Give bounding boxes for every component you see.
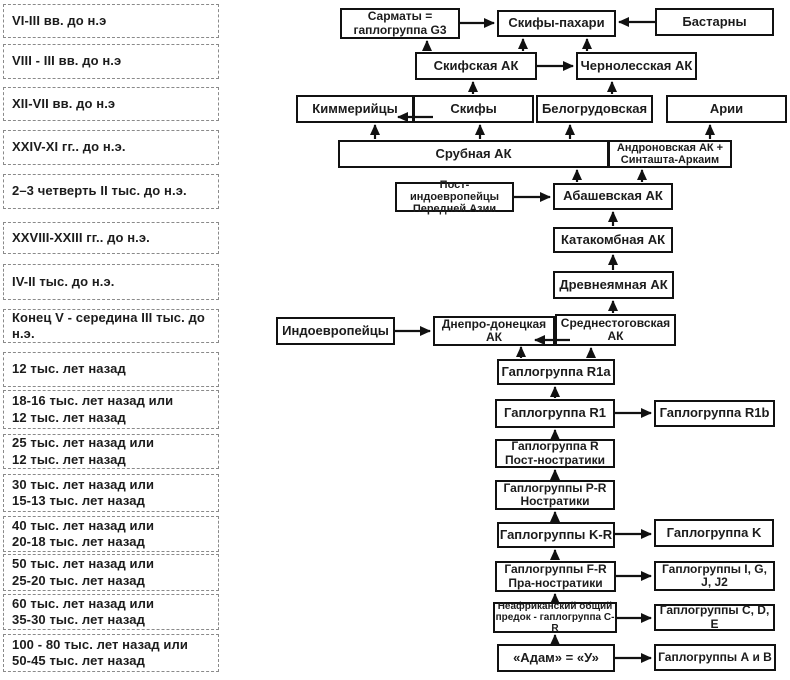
timeline-item: VIII - III вв. до н.э [3,44,219,79]
box-drevneyamnaya-ak: Древнеямная АК [553,271,674,299]
box-belogrudovskaya: Белогрудовская [536,95,653,123]
box-chernolesskaya-ak: Чернолесская АК [576,52,697,80]
box-arii: Арии [666,95,787,123]
timeline-item: 2–3 четверть II тыс. до н.э. [3,174,219,209]
timeline-item: 60 тыс. лет назад или 35-30 тыс. лет наз… [3,594,219,630]
timeline-item: 50 тыс. лет назад или 25-20 тыс. лет наз… [3,554,219,591]
box-gaplogruppy-cde: Гаплогруппы C, D, E [654,603,775,631]
box-srubnaya-ak: Срубная АК [338,140,609,168]
box-skify: Скифы [413,95,534,123]
box-post-indoevropeytsy: Пост-индоевропейцы Передней Азии [395,179,514,215]
box-srednestogovskaya-ak: Среднестоговская АК [555,314,676,346]
timeline-item: 25 тыс. лет назад или 12 тыс. лет назад [3,434,219,469]
box-bastarny: Бастарны [655,8,774,36]
box-sarmaty: Сарматы = гаплогруппа G3 [340,8,460,39]
box-gaplogruppy-pr: Гаплогруппы P-R Ностратики [495,480,615,510]
box-gaplogruppa-r: Гаплогруппа R Пост-ностратики [495,439,615,468]
box-gaplogruppy-kr: Гаплогруппы K-R [497,522,615,548]
timeline-item: 40 тыс. лет назад или 20-18 тыс. лет наз… [3,516,219,552]
timeline-item: XXIV-XI гг.. до н.э. [3,130,219,165]
box-andronovskaya-ak: Андроновская АК + Синташта-Аркаим [608,140,732,168]
box-katakombnaya-ak: Катакомбная АК [553,227,673,253]
timeline-item: XII-VII вв. до н.э [3,87,219,121]
timeline-item: Конец V - середина III тыс. до н.э. [3,309,219,343]
box-gaplogruppy-aib: Гаплогруппы А и В [654,644,776,671]
box-neafrikanskiy-predok: Неафриканский общий предок - гаплогруппа… [493,601,617,634]
timeline-item: VI-III вв. до н.э [3,4,219,38]
timeline-item: 30 тыс. лет назад или 15-13 тыс. лет наз… [3,474,219,512]
timeline-item: IV-II тыс. до н.э. [3,264,219,300]
box-gaplogruppy-fr: Гаплогруппы F-R Пра-ностратики [495,561,616,592]
box-gaplogruppa-r1a: Гаплогруппа R1a [497,359,615,385]
box-dnepro-donetskaya-ak: Днепро-донецкая АК [433,316,555,346]
timeline-item: 12 тыс. лет назад [3,352,219,387]
timeline-item: 18-16 тыс. лет назад или 12 тыс. лет наз… [3,390,219,429]
box-abashevskaya-ak: Абашевская АК [553,183,673,210]
timeline-item: XXVIII-XXIII гг.. до н.э. [3,222,219,254]
box-indoevropeytsy: Индоевропейцы [276,317,395,345]
box-adam: «Адам» = «У» [497,644,615,672]
box-skify-pakhari: Скифы-пахари [497,10,616,37]
box-gaplogruppa-k: Гаплогруппа K [654,519,774,547]
box-kimmeriytsy: Киммерийцы [296,95,414,123]
box-gaplogruppa-r1b: Гаплогруппа R1b [654,400,775,427]
box-gaplogruppa-r1: Гаплогруппа R1 [495,399,615,428]
timeline-item: 100 - 80 тыс. лет назад или 50-45 тыс. л… [3,634,219,672]
box-skifskaya-ak: Скифская АК [415,52,537,80]
box-gaplogruppy-igjj2: Гаплогруппы I, G, J, J2 [654,561,775,591]
